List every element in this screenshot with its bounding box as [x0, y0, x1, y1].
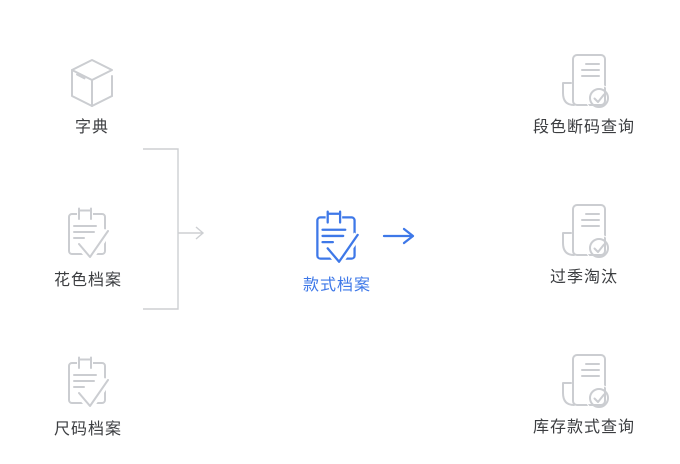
node-style-archive[interactable]: 款式档案 [257, 207, 417, 296]
node-label: 款式档案 [302, 277, 371, 294]
node-stock-style-query[interactable]: 库存款式查询 [504, 353, 664, 438]
node-pattern-archive[interactable]: 花色档案 [8, 204, 168, 291]
node-label: 库存款式查询 [532, 419, 635, 436]
node-label: 字典 [74, 119, 109, 136]
document-check-icon [562, 204, 609, 261]
clipboard-check-icon [68, 207, 112, 264]
clipboard-check-icon [316, 210, 362, 269]
cube-icon [71, 59, 113, 107]
document-check-icon [562, 354, 609, 411]
node-label: 段色断码查询 [532, 119, 635, 136]
node-label: 尺码档案 [53, 421, 122, 438]
node-season-elimination[interactable]: 过季淘汰 [504, 203, 664, 288]
node-label: 花色档案 [53, 272, 122, 289]
document-check-icon [562, 54, 609, 111]
clipboard-check-icon [68, 356, 112, 413]
node-size-archive[interactable]: 尺码档案 [8, 353, 168, 440]
node-color-size-break-query[interactable]: 段色断码查询 [504, 53, 664, 138]
node-dictionary[interactable]: 字典 [12, 57, 172, 138]
node-label: 过季淘汰 [549, 269, 618, 286]
